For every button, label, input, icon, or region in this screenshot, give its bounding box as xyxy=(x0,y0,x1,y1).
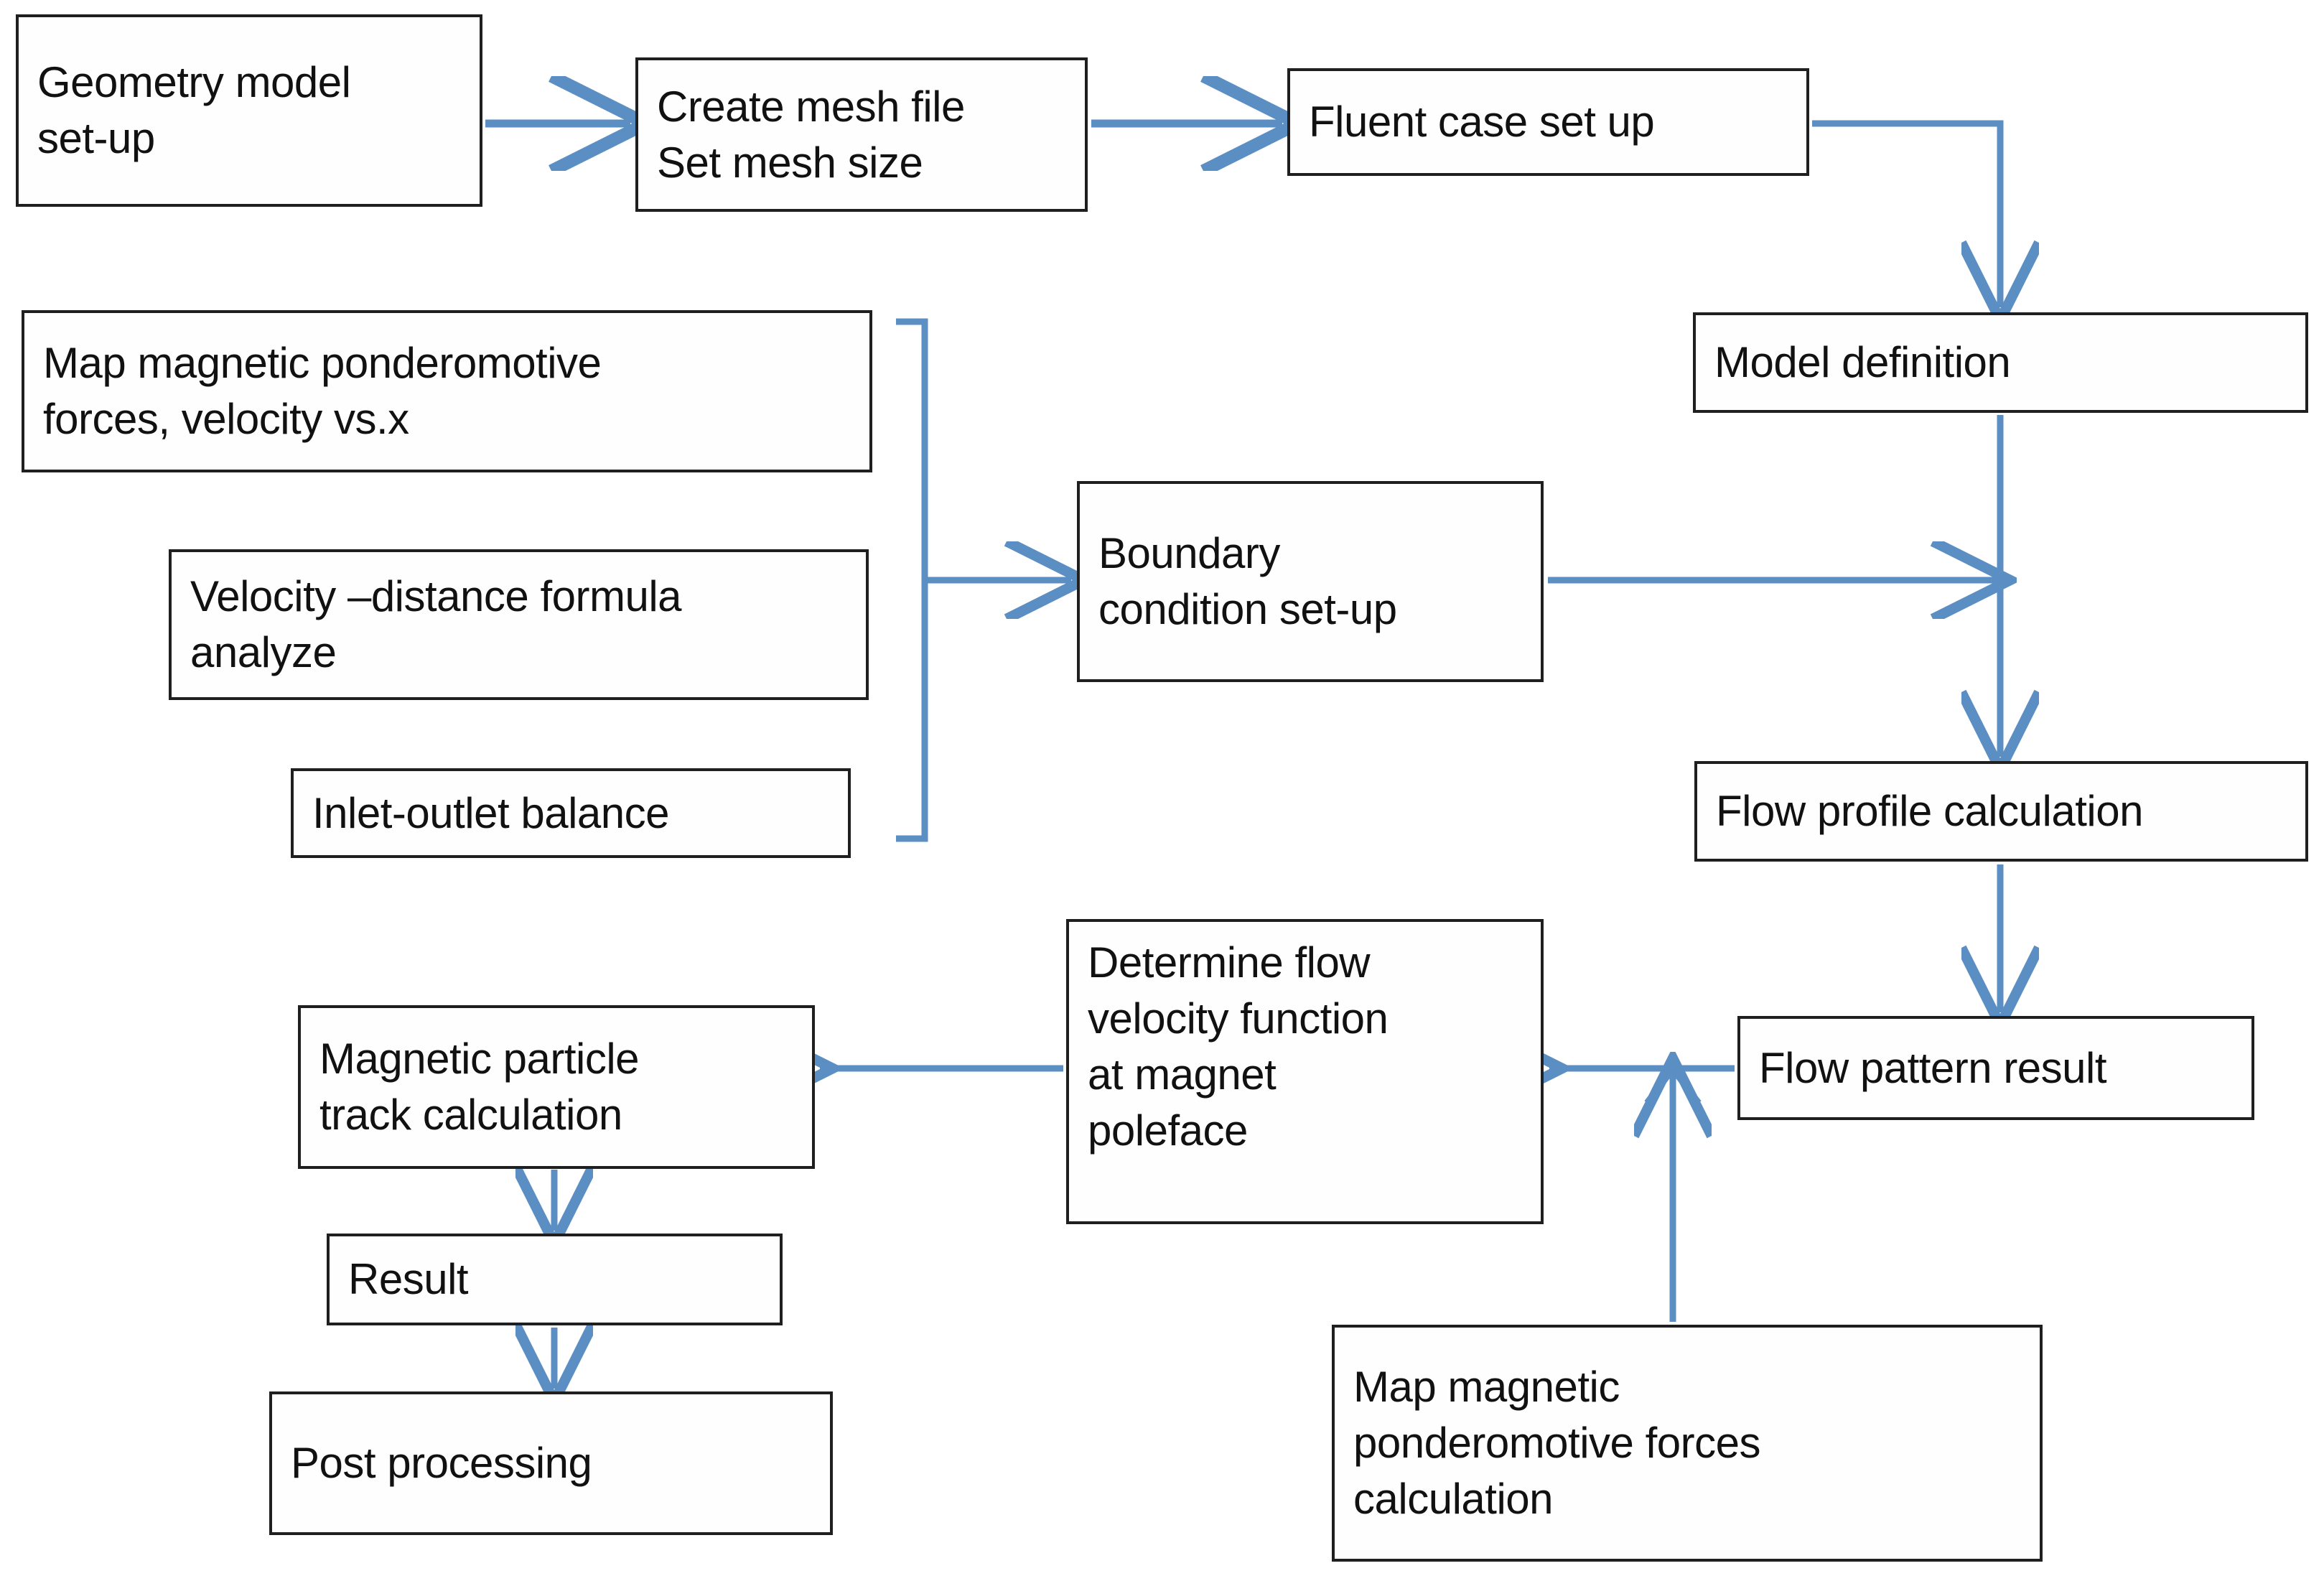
grouping-bracket xyxy=(896,318,928,842)
node-inlet-outlet-balance[interactable]: Inlet-outlet balance xyxy=(291,768,851,858)
node-create-mesh-file[interactable]: Create mesh file Set mesh size xyxy=(635,57,1088,212)
node-geometry-model-setup[interactable]: Geometry model set-up xyxy=(16,14,482,207)
node-map-forces-calculation[interactable]: Map magnetic ponderomotive forces calcul… xyxy=(1332,1325,2043,1562)
node-determine-flow-velocity-function[interactable]: Determine flow velocity function at magn… xyxy=(1066,919,1544,1224)
arrowhead-up-mapforces xyxy=(1644,1063,1702,1105)
node-model-definition[interactable]: Model definition xyxy=(1693,312,2308,413)
node-velocity-distance-formula[interactable]: Velocity –distance formula analyze xyxy=(169,549,869,700)
node-flow-profile-calculation[interactable]: Flow profile calculation xyxy=(1694,761,2308,862)
node-boundary-condition-setup[interactable]: Boundary condition set-up xyxy=(1077,481,1544,682)
node-result[interactable]: Result xyxy=(327,1234,783,1325)
node-post-processing[interactable]: Post processing xyxy=(269,1391,833,1535)
edge-fluent-to-model xyxy=(1812,120,2000,307)
node-map-forces-velocity-vs-x[interactable]: Map magnetic ponderomotive forces, veloc… xyxy=(22,310,872,472)
node-flow-pattern-result[interactable]: Flow pattern result xyxy=(1737,1016,2254,1120)
node-fluent-case-setup[interactable]: Fluent case set up xyxy=(1287,68,1809,176)
node-magnetic-particle-track[interactable]: Magnetic particle track calculation xyxy=(298,1005,815,1169)
